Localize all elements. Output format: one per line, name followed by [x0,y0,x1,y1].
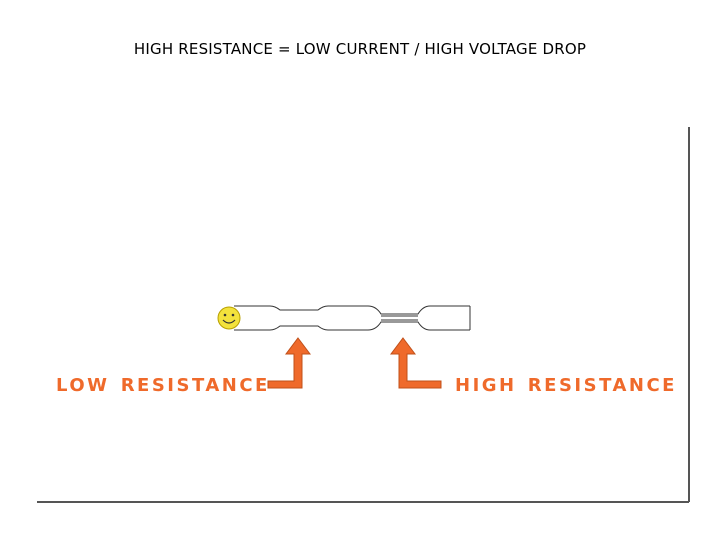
low-resistance-label: LOW RESISTANCE [56,368,270,397]
high-resistance-label: HIGH RESISTANCE [455,368,677,397]
smiley-face-icon [217,306,241,330]
low-resistance-up-arrow-icon [267,337,311,389]
wire-conductor [234,305,471,331]
high-resistance-up-arrow-icon [390,337,442,389]
slide-title: HIGH RESISTANCE = LOW CURRENT / HIGH VOL… [133,40,587,58]
